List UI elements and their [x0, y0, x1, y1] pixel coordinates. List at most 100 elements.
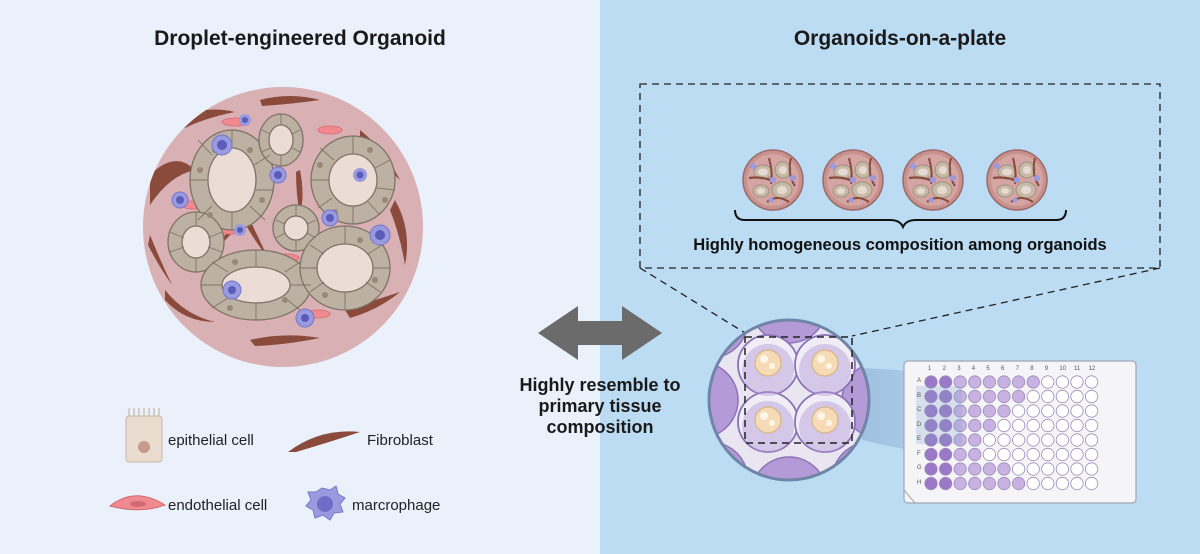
well [1011, 462, 1026, 476]
plate-row-label: A [917, 378, 922, 384]
well [1055, 476, 1070, 491]
well-plate [903, 360, 1137, 504]
well [997, 476, 1011, 491]
well [1011, 433, 1026, 447]
well [997, 462, 1011, 476]
well [968, 462, 982, 476]
well [1041, 375, 1055, 389]
well [924, 476, 938, 491]
well [953, 404, 967, 418]
well [924, 418, 938, 433]
well [1070, 375, 1084, 389]
mini-organoid-2 [821, 148, 885, 212]
macrophage-icon [305, 485, 346, 521]
mini-organoid-3 [901, 148, 965, 212]
well [938, 447, 953, 462]
well [1085, 462, 1099, 476]
well [1011, 418, 1026, 433]
well [997, 375, 1011, 389]
well [924, 404, 938, 418]
brace [734, 209, 1067, 230]
well [1041, 476, 1055, 491]
well [953, 433, 967, 447]
well [1026, 433, 1040, 447]
well [953, 418, 967, 433]
plate-col-label: 7 [1015, 366, 1019, 372]
well [1026, 375, 1040, 389]
legend-endothelial-label: endothelial cell [168, 497, 268, 514]
mini-organoid-1 [741, 148, 805, 212]
well [938, 404, 953, 418]
well [1055, 433, 1070, 447]
well [982, 476, 997, 491]
caption-line-2: primary tissue [538, 396, 662, 416]
well [924, 462, 938, 476]
arrow-caption: Highly resemble to primary tissue compos… [480, 375, 720, 438]
well [1070, 462, 1084, 476]
plate-col-label: 9 [1044, 366, 1049, 372]
plate-col-label: 3 [957, 366, 961, 372]
plate-row-label: E [917, 436, 922, 442]
well [1085, 476, 1099, 491]
legend-fibroblast-label: Fibroblast [367, 432, 433, 449]
well [982, 433, 997, 447]
plate-col-label: 10 [1059, 366, 1067, 372]
well [997, 418, 1011, 433]
plate-col-label: 1 [928, 366, 932, 372]
well [1085, 433, 1099, 447]
well [924, 389, 938, 404]
plate-col-label: 12 [1088, 366, 1096, 372]
left-title: Droplet-engineered Organoid [154, 27, 446, 50]
well [1011, 447, 1026, 462]
well [938, 418, 953, 433]
well [1070, 418, 1084, 433]
well [1070, 389, 1084, 404]
organoid-illustration [143, 87, 423, 367]
plate-col-label: 2 [942, 366, 946, 372]
well [968, 476, 982, 491]
well [1041, 462, 1055, 476]
well [1085, 447, 1099, 462]
well [953, 462, 967, 476]
well [938, 375, 953, 389]
well [968, 389, 982, 404]
well [997, 447, 1011, 462]
well [1026, 404, 1040, 418]
well [1070, 476, 1084, 491]
plate-row-label: C [917, 407, 922, 413]
well [1026, 447, 1040, 462]
legend-macrophage-label: marcrophage [352, 497, 441, 514]
well [1085, 404, 1099, 418]
well [1085, 418, 1099, 433]
well [1055, 462, 1070, 476]
zoom-lines [639, 267, 1161, 337]
plate-row-label: G [917, 465, 922, 471]
well [1041, 433, 1055, 447]
well [968, 447, 982, 462]
well [1055, 375, 1070, 389]
caption-line-3: composition [546, 417, 654, 437]
dashed-callout-box [639, 83, 1161, 269]
well [1070, 447, 1084, 462]
well [982, 447, 997, 462]
well [968, 418, 982, 433]
mini-organoid-4 [985, 148, 1049, 212]
well [953, 476, 967, 491]
well [1070, 433, 1084, 447]
plate-row-label: H [917, 479, 922, 486]
plate-col-label: 11 [1074, 366, 1081, 372]
well [997, 433, 1011, 447]
endothelial-cell-icon [108, 495, 167, 511]
right-title: Organoids-on-a-plate [793, 27, 1007, 50]
well [1011, 476, 1026, 491]
well [982, 418, 997, 433]
well [953, 389, 967, 404]
well [1026, 389, 1040, 404]
well [1055, 389, 1070, 404]
caption-line-1: Highly resemble to [519, 375, 681, 395]
double-arrow [538, 306, 662, 360]
well [1041, 447, 1055, 462]
fibroblast-icon [288, 431, 360, 452]
plate-col-label: 5 [986, 366, 990, 372]
